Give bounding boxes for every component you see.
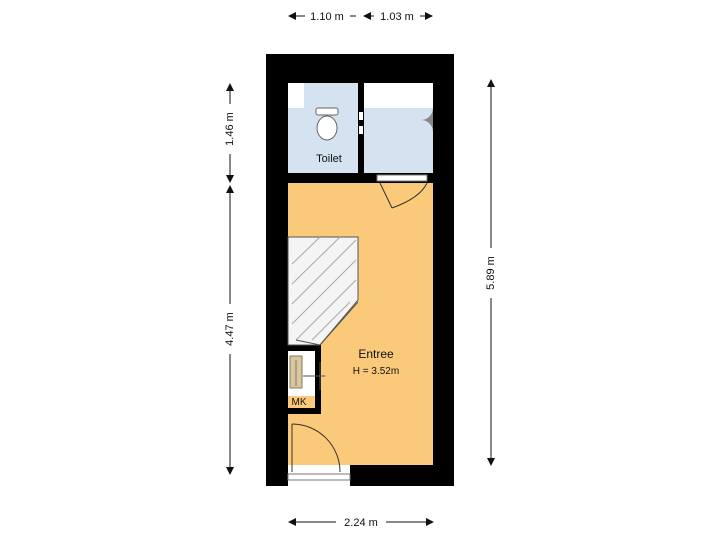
partition-gap (359, 126, 363, 134)
dimension-left-lower: 4.47 m (224, 185, 236, 475)
dimension-left-upper-text: 1.46 m (224, 112, 236, 146)
door-swing-icon (291, 423, 341, 473)
shower-drain-icon (421, 108, 433, 132)
dimension-top-right-text: 1.03 m (380, 11, 414, 23)
toilet-icon (315, 107, 339, 141)
staircase-icon (287, 236, 359, 346)
front-door-threshold (287, 473, 351, 481)
toilet-label: Toilet (316, 153, 342, 165)
dimension-top-left-text: 1.10 m (310, 11, 344, 23)
wall-meter-cupboard-top (282, 345, 315, 351)
window-frame (376, 174, 428, 182)
dimension-bottom: 2.24 m (288, 517, 434, 529)
partition-gap (359, 112, 363, 120)
meter-cupboard (288, 351, 325, 396)
shower-top-strip (364, 83, 433, 108)
dimension-left-lower-text: 4.47 m (224, 312, 236, 346)
entree-height-label: H = 3.52m (353, 366, 399, 377)
meter-cupboard-label: MK (292, 397, 307, 408)
dimension-right-total-text: 5.89 m (485, 256, 497, 290)
dimension-top-right: 1.03 m (363, 11, 433, 23)
entree-label: Entree (358, 347, 394, 361)
door-swing-icon (379, 182, 428, 209)
dimension-left-upper: 1.46 m (224, 83, 236, 183)
toilet-alcove (288, 83, 304, 108)
dimension-top-left: 1.10 m (288, 11, 356, 23)
wall-meter-cupboard-bottom (282, 408, 321, 414)
dimension-bottom-text: 2.24 m (344, 517, 378, 529)
wall-wet-rooms-bottom (288, 173, 433, 183)
dimension-right-total: 5.89 m (485, 79, 497, 466)
